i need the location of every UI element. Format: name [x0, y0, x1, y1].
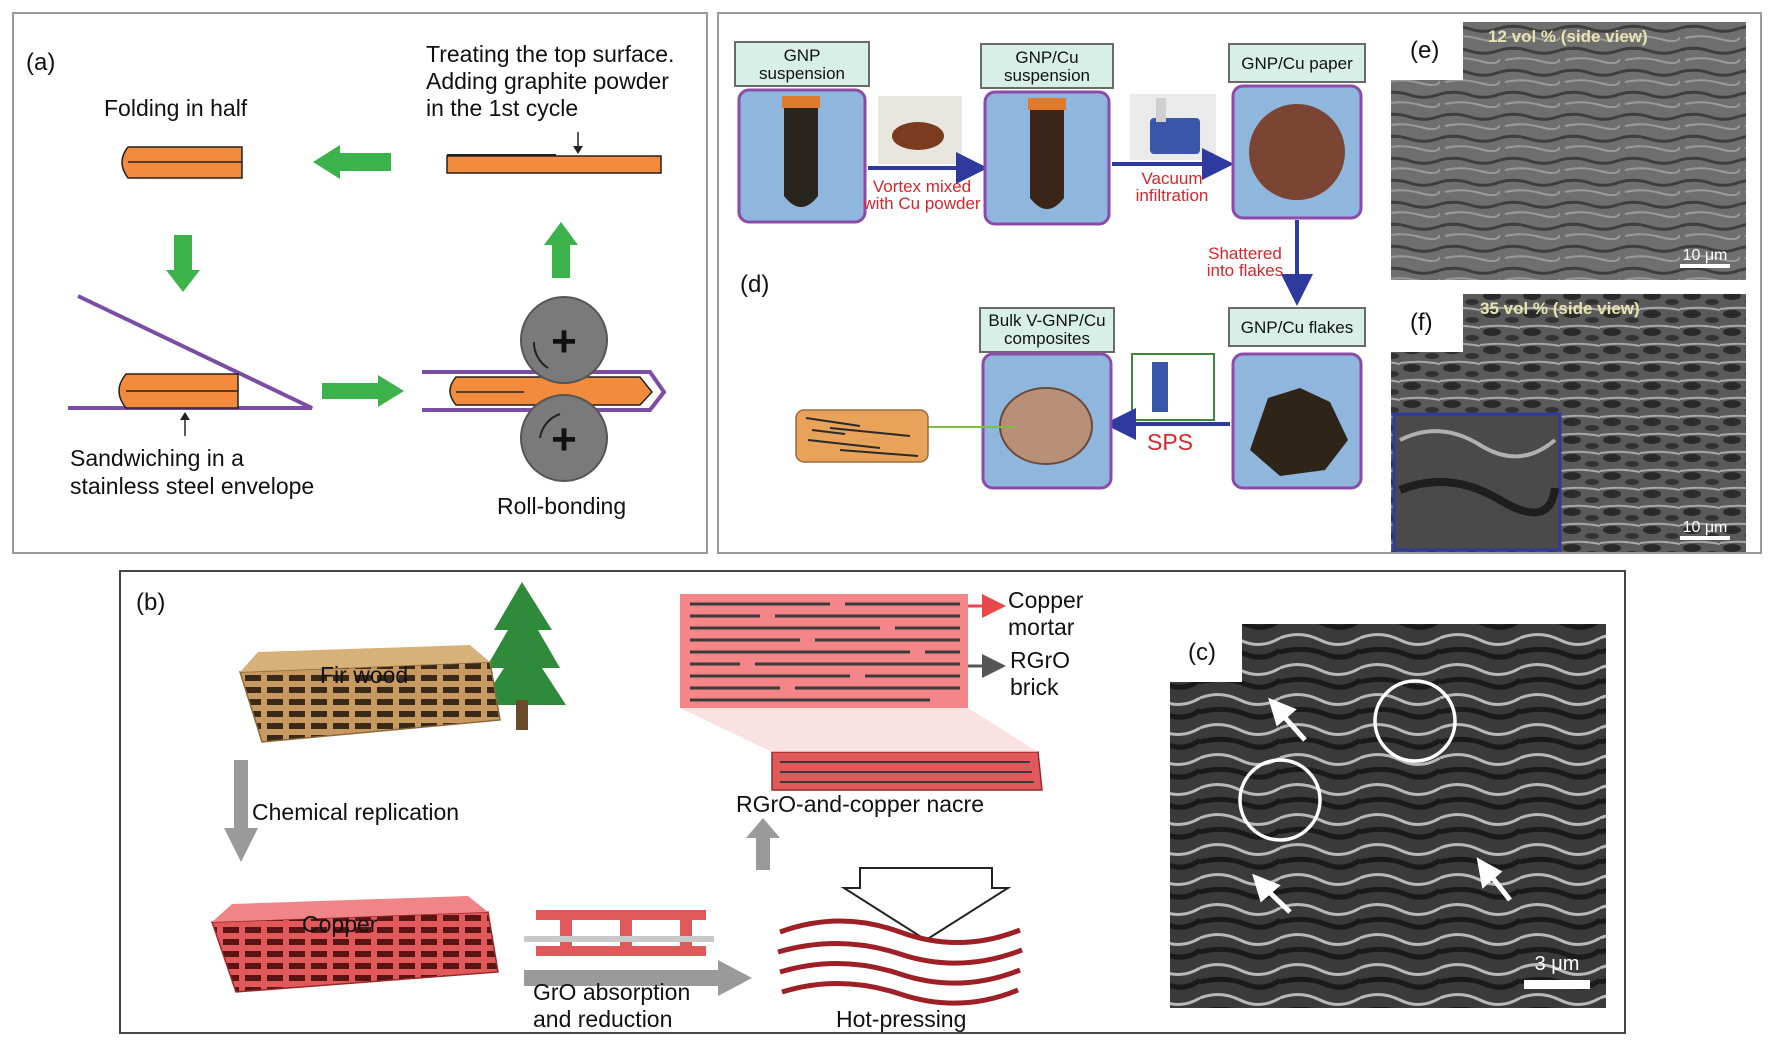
label-treat-2: Adding graphite powder: [426, 68, 669, 94]
label-brick-1: RGrO: [1010, 647, 1070, 673]
panel-f-scale: 10 μm: [1683, 519, 1728, 536]
panel-d: (d) GNP suspension Vortex mixed with Cu …: [717, 12, 1762, 554]
label-fold: Folding in half: [104, 95, 248, 121]
arrow-up-nacre: [746, 818, 780, 870]
box-gnpcu-suspension: [980, 43, 1114, 89]
step-shatter-2: into flakes: [1207, 261, 1284, 280]
panel-a-frame: [12, 12, 708, 554]
box-flakes: [1228, 307, 1366, 347]
box-bulk-1: Bulk V-GNP/Cu: [988, 311, 1105, 330]
photo-sps: [1131, 353, 1215, 421]
arrow-chem-replication: [224, 760, 258, 862]
flat-strip: [446, 155, 662, 174]
label-sandwich-2: stainless steel envelope: [70, 473, 314, 499]
roll-strip: [449, 376, 653, 406]
flakes-pile: [1250, 388, 1348, 476]
label-chem: Chemical replication: [252, 799, 459, 825]
label-fir: Fir wood: [320, 662, 408, 688]
composite-schematic: [795, 409, 929, 463]
panel-e-letter: (e): [1410, 37, 1439, 64]
panel-d-letter: (d): [740, 271, 769, 298]
panel-c-letter: (c): [1188, 639, 1216, 666]
label-gro-2: and reduction: [533, 1006, 672, 1032]
tube-gnp: [784, 100, 818, 207]
panel-b-letter: (b): [136, 589, 165, 616]
arrow-right-green: [322, 375, 404, 407]
step-vortex-1: Vortex mixed: [873, 177, 971, 196]
step-vacuum-2: infiltration: [1136, 186, 1209, 205]
panel-f-letter: (f): [1410, 309, 1433, 336]
pressed-cells: [777, 918, 1023, 1006]
box-gnp-suspension: [734, 41, 870, 87]
label-gro-1: GrO absorption: [533, 979, 690, 1005]
panel-a: (a) Treating the top surface. Adding gra…: [12, 12, 708, 554]
panel-e-scale: 10 μm: [1683, 247, 1728, 264]
press-arrow: [840, 867, 1012, 942]
box-bulk: [979, 307, 1115, 353]
box-flakes-label: GNP/Cu flakes: [1241, 318, 1353, 337]
box-bulk-2: composites: [1004, 329, 1090, 348]
box-paper: [1228, 43, 1366, 83]
box-gnp-2: suspension: [759, 64, 845, 83]
arrow-left-green: [313, 145, 391, 179]
label-treat-3: in the 1st cycle: [426, 95, 578, 121]
highlight-circle-2: [1238, 758, 1322, 842]
step-vortex-2: with Cu powder: [862, 194, 981, 213]
tree-icon: [480, 582, 566, 705]
gro-layer-top: [536, 910, 706, 920]
top-roller: [520, 296, 608, 384]
panel-f: (f) 35 vol % (side view) 10 μm: [1391, 294, 1746, 552]
highlight-circle-1: [1373, 679, 1457, 763]
tube-gnpcu: [1030, 102, 1064, 209]
label-brick-2: brick: [1010, 674, 1059, 700]
label-mortar-2: mortar: [1008, 614, 1075, 640]
label-sandwich-1: Sandwiching in a: [70, 445, 244, 471]
label-treat-1: Treating the top surface.: [426, 41, 674, 67]
panel-c-scalebar: [1524, 980, 1590, 989]
arrow-down-green: [166, 235, 200, 292]
label-nacre: RGrO-and-copper nacre: [736, 791, 984, 817]
svg-text:+: +: [551, 317, 577, 366]
paper-disc: [1249, 104, 1345, 200]
label-copper: Copper: [302, 911, 378, 937]
box-gnp-1: GNP: [784, 46, 821, 65]
panel-e: (e) 12 vol % (side view) 10 μm: [1391, 22, 1746, 280]
arrow-gro: [524, 960, 752, 996]
box-paper-label: GNP/Cu paper: [1241, 54, 1353, 73]
svg-text:+: +: [551, 415, 577, 464]
panel-e-title: 12 vol % (side view): [1488, 27, 1648, 46]
panel-f-title: 35 vol % (side view): [1480, 299, 1640, 318]
panel-c-scale: 3 μm: [1535, 953, 1580, 975]
step-vacuum-1: Vacuum: [1141, 169, 1202, 188]
bottom-roller: [520, 394, 608, 482]
label-mortar-1: Copper: [1008, 587, 1084, 613]
panel-a-letter: (a): [26, 49, 55, 76]
box-gnpcu-1: GNP/Cu: [1015, 48, 1078, 67]
step-sps: SPS: [1147, 429, 1193, 455]
step-shatter-1: Shattered: [1208, 244, 1282, 263]
label-roll: Roll-bonding: [497, 493, 626, 519]
box-gnpcu-2: suspension: [1004, 66, 1090, 85]
arrow-up-green: [544, 222, 578, 278]
panel-c: (c) 3 μm: [1170, 624, 1606, 1008]
label-hot: Hot-pressing: [836, 1006, 966, 1032]
